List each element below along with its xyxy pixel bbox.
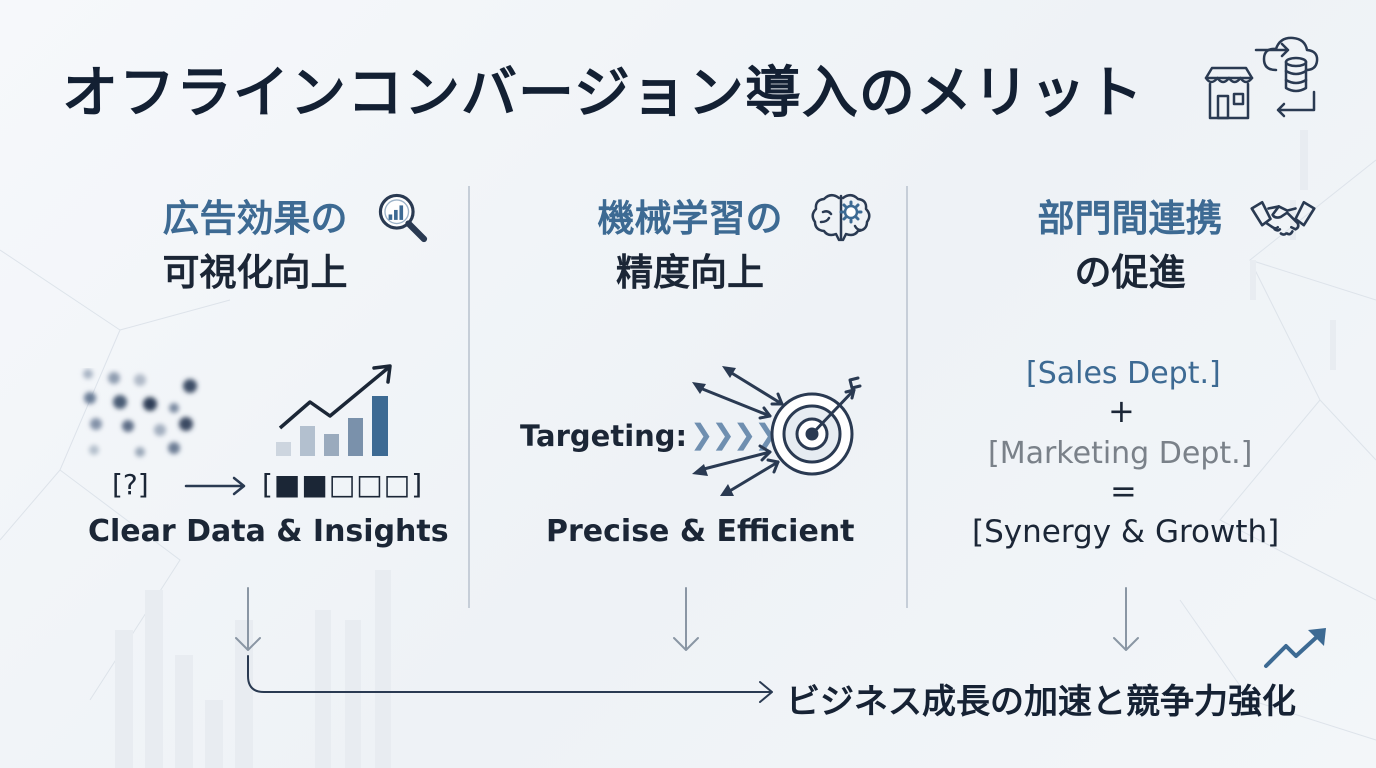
marketing-dept-label: [Marketing Dept.]	[988, 436, 1253, 471]
col3-heading-line2: の促進	[1074, 251, 1186, 294]
sales-dept-label: [Sales Dept.]	[1026, 356, 1221, 391]
plus-sign: +	[1108, 392, 1135, 430]
column-divider-right	[906, 186, 908, 608]
col1-before-label: [?]	[112, 468, 149, 501]
growth-bar-chart-icon	[276, 364, 392, 456]
col2-heading-line1: 機械学習の	[597, 197, 783, 240]
brain-gear-icon	[811, 194, 871, 242]
magnifier-chart-icon	[378, 193, 428, 243]
col2-heading-line2: 精度向上	[616, 251, 764, 294]
transform-arrow-icon	[184, 476, 246, 496]
equals-sign: =	[1110, 472, 1137, 510]
col1-after-label: [■■□□□]	[262, 468, 424, 501]
trend-up-arrow-icon	[1264, 628, 1326, 668]
column-divider-left	[468, 186, 470, 608]
targeting-label: Targeting:	[520, 419, 688, 453]
col1-caption: Clear Data & Insights	[88, 514, 449, 549]
col1-heading-line2: 可視化向上	[162, 251, 348, 294]
handshake-icon	[1250, 200, 1316, 236]
scattered-data-points	[83, 369, 197, 457]
col1-heading: 広告効果の 可視化向上	[110, 192, 400, 300]
col1-heading-line1: 広告効果の	[162, 197, 348, 240]
page-title: オフラインコンバージョン導入のメリット	[62, 61, 1144, 126]
col2-heading: 機械学習の 精度向上	[560, 192, 820, 300]
footer-conclusion: ビジネス成長の加速と競争力強化	[786, 682, 1296, 722]
col3-heading-line1: 部門間連携	[1037, 197, 1223, 240]
store-cloud-database-sync-icon	[1204, 36, 1319, 120]
col3-heading: 部門間連携 の促進	[1000, 192, 1260, 300]
flow-arrows	[235, 587, 1139, 703]
col2-caption: Precise & Efficient	[546, 514, 855, 549]
target-arrows-icon	[692, 366, 862, 496]
synergy-growth-label: [Synergy & Growth]	[972, 514, 1280, 550]
